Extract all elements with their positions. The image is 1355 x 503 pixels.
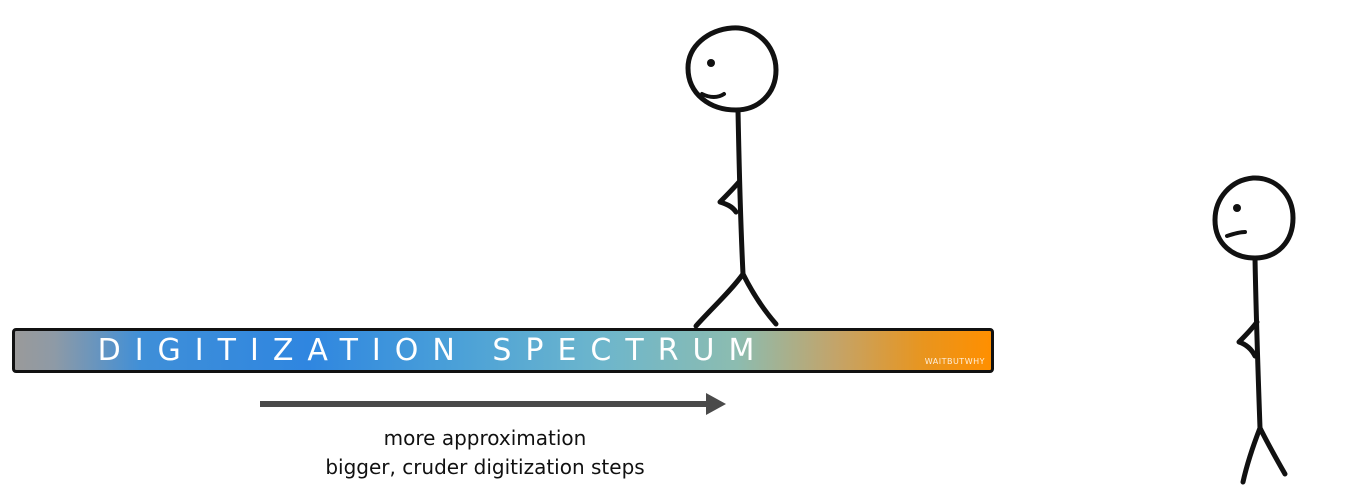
- stick-figure-arm: [1236, 319, 1260, 359]
- watermark-logo: WAITBUTWHY: [924, 357, 985, 366]
- stick-figure-eye: [1233, 204, 1241, 212]
- stick-figure-mouth: [700, 92, 726, 99]
- arrow-caption: more approximation bigger, cruder digiti…: [260, 424, 710, 482]
- direction-arrow-right-icon: [260, 393, 726, 415]
- stick-figure-arm: [717, 179, 742, 215]
- stick-figure-body: [735, 107, 746, 277]
- stick-figure-leg-right: [740, 271, 779, 327]
- stick-figure-right: [1212, 175, 1296, 485]
- stick-figure-head: [685, 25, 779, 113]
- caption-line-2: bigger, cruder digitization steps: [325, 455, 645, 479]
- caption-line-1: more approximation: [383, 426, 587, 450]
- digitization-spectrum-bar: DIGITIZATION SPECTRUM WAITBUTWHY: [12, 328, 994, 373]
- stick-figure-leg-left: [693, 271, 746, 329]
- stick-figure-body: [1252, 255, 1263, 431]
- stick-figure-eye: [707, 59, 715, 67]
- stick-figure-leg-left: [1240, 425, 1263, 485]
- stick-figure-leg-right: [1257, 425, 1288, 477]
- spectrum-title: DIGITIZATION SPECTRUM: [97, 332, 769, 368]
- stick-figure-head: [1212, 175, 1296, 261]
- stick-figure-on-bar: [685, 25, 779, 329]
- stick-figure-mouth: [1225, 230, 1247, 238]
